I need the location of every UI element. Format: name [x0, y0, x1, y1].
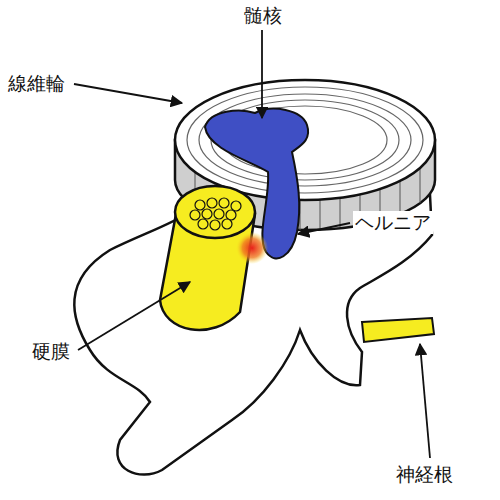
leader-line	[420, 344, 430, 458]
part-label: 髄核	[242, 4, 284, 27]
part-label: ヘルニア	[353, 211, 433, 234]
part-label: 硬膜	[30, 340, 72, 363]
part-label: 神経根	[394, 463, 455, 486]
part-label: 線維輪	[6, 72, 67, 95]
leader-line	[74, 84, 182, 103]
leader-line	[78, 282, 190, 350]
leader-line	[298, 223, 350, 234]
leader-line	[261, 30, 263, 118]
